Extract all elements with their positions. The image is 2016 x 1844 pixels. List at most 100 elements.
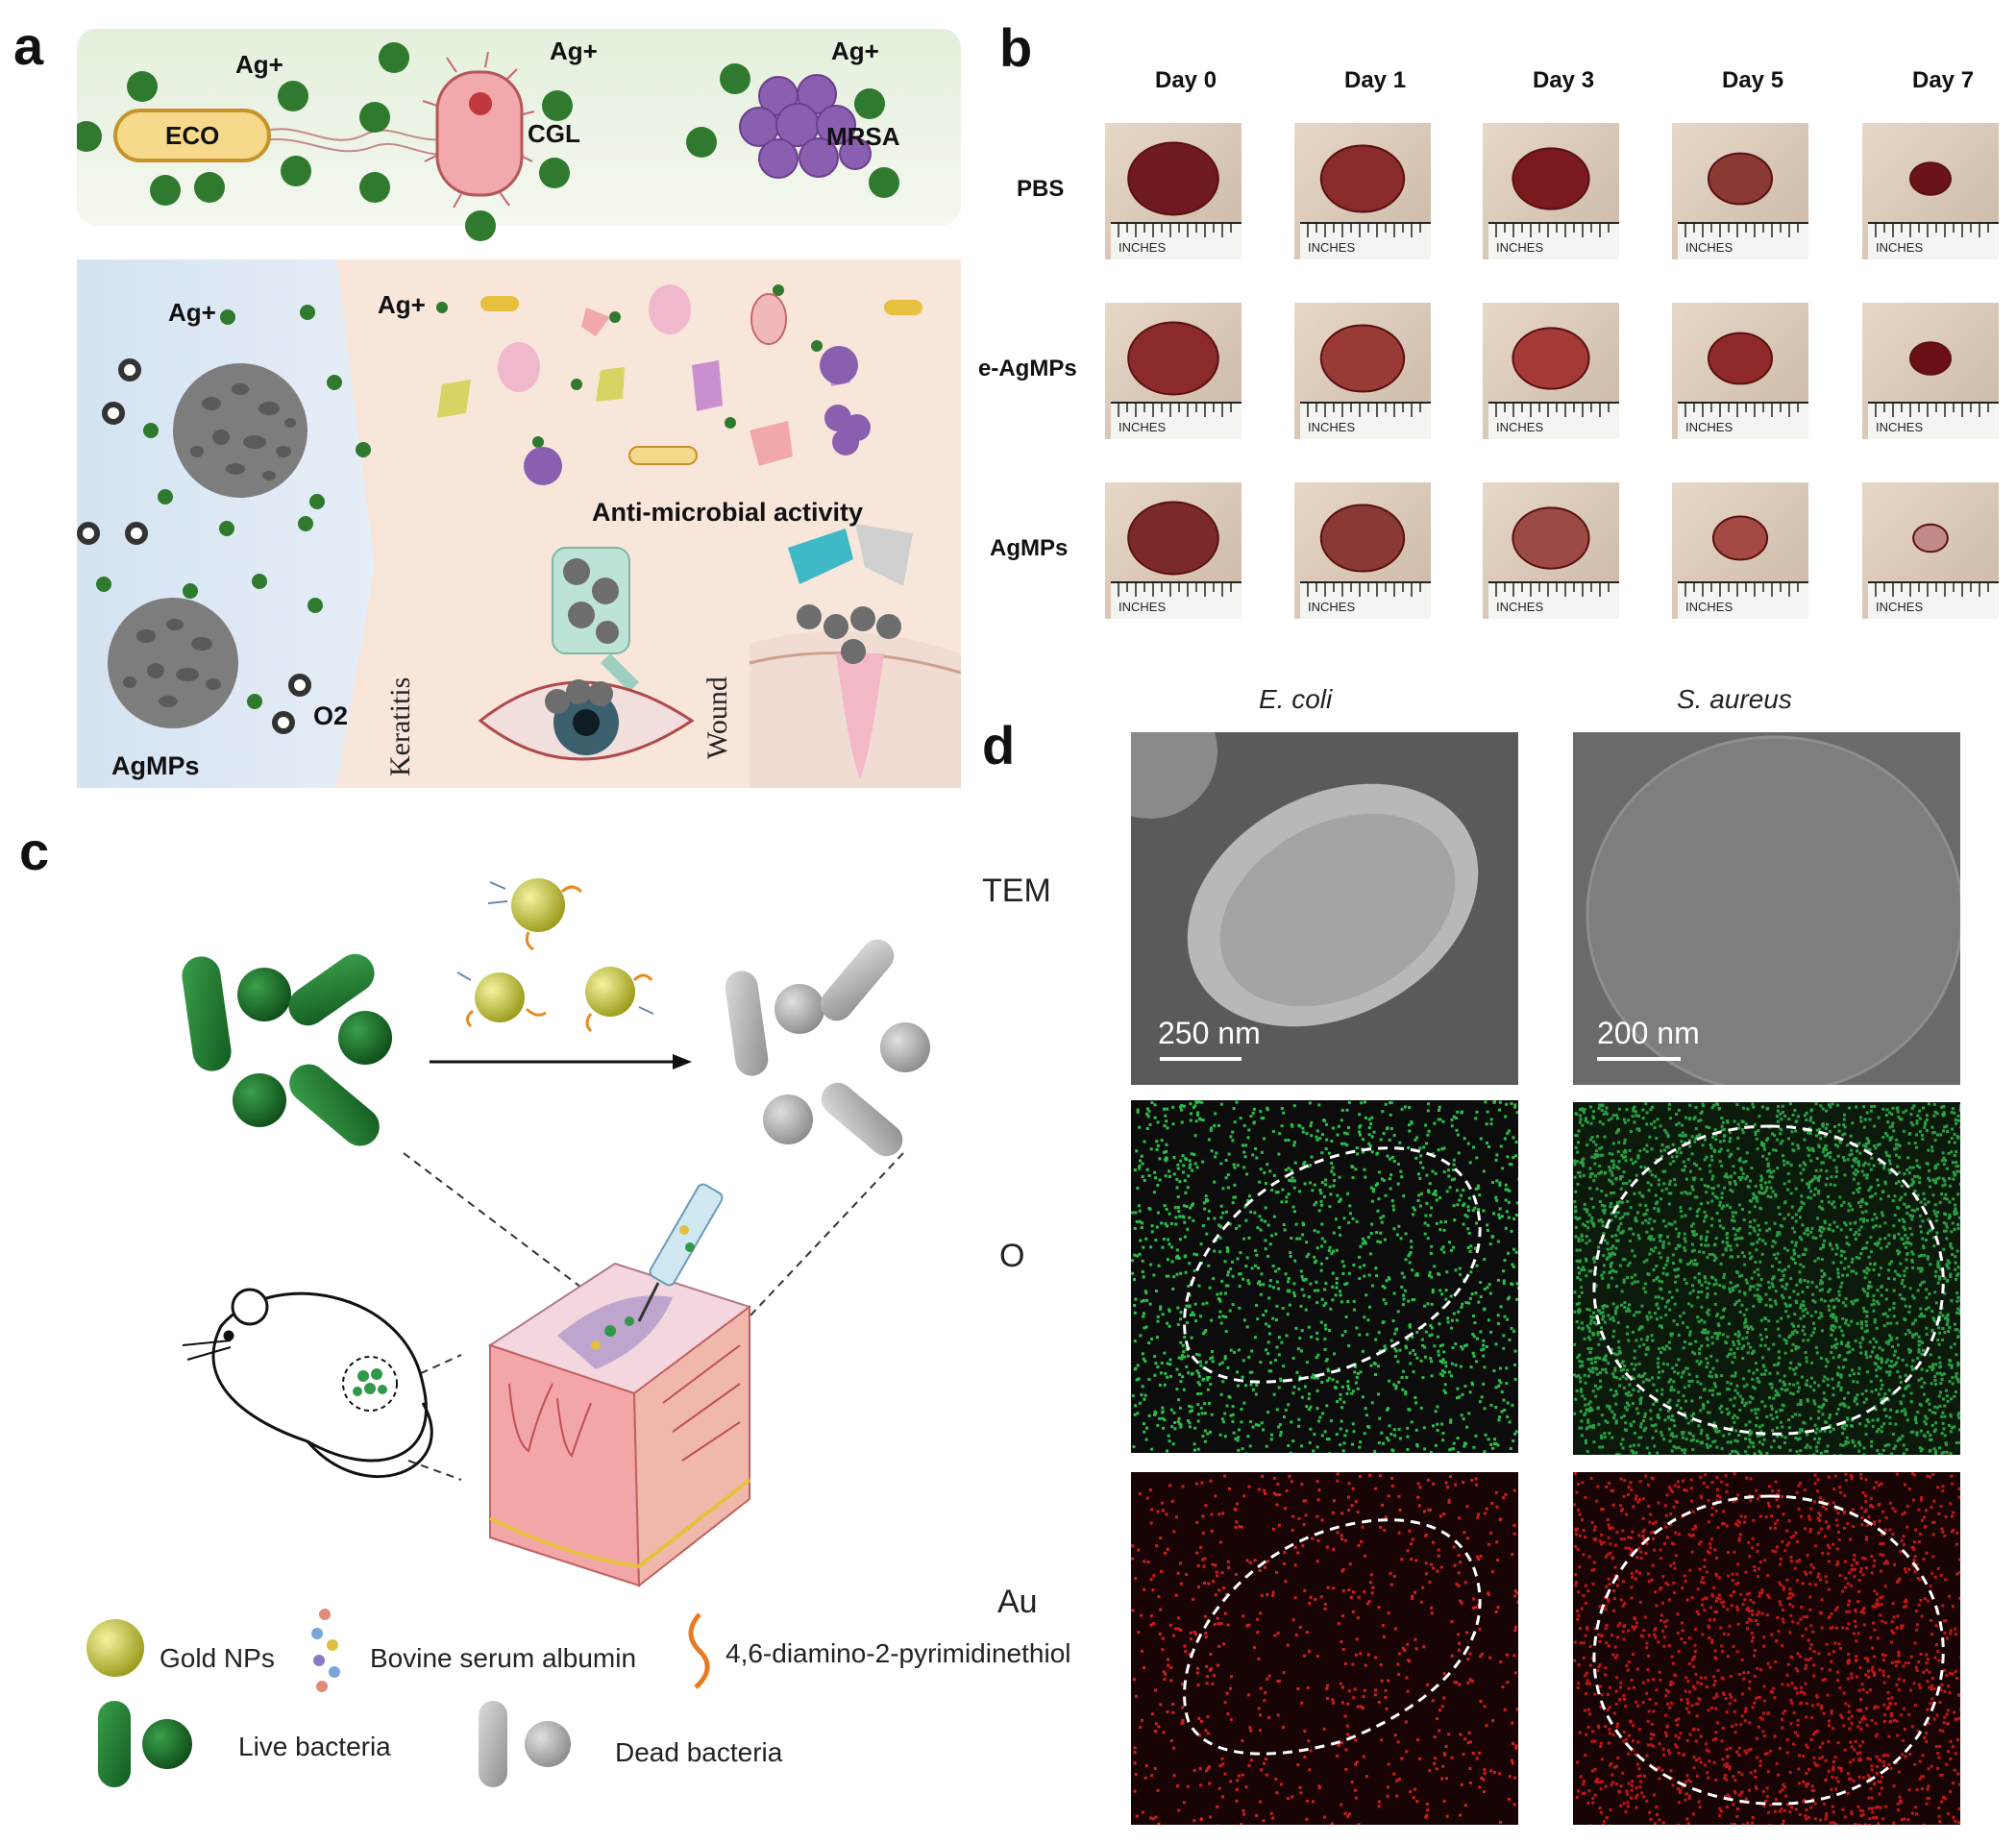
day-header-2: Day 3 <box>1533 67 1595 93</box>
legend-dead-bacteria-label: Dead bacteria <box>615 1737 783 1767</box>
ruler-label: INCHES <box>1119 600 1167 614</box>
eye-dropper-icon <box>552 547 639 692</box>
treatment-arrow-head <box>673 1054 692 1070</box>
ruler-label: INCHES <box>1496 600 1544 614</box>
dead-microbes-icons <box>437 284 922 485</box>
oxygen-molecule-icons <box>77 358 311 734</box>
wound-photo: INCHES <box>1483 123 1619 259</box>
dead-bacteria-cluster <box>725 939 930 1157</box>
ag-ion-label-2: Ag+ <box>550 37 598 65</box>
ag-ion-label-3: Ag+ <box>831 37 879 65</box>
gold-np-cluster <box>456 878 654 1033</box>
legend-dapt-icon <box>688 1612 710 1689</box>
row-label-tem: TEM <box>982 873 1051 909</box>
column-label-saureus: S. aureus <box>1677 684 1792 714</box>
day-header-3: Day 5 <box>1722 67 1784 93</box>
capsule-icon <box>788 524 913 586</box>
wound-photo: INCHES <box>1105 123 1242 259</box>
ruler-label: INCHES <box>1119 420 1167 434</box>
panel-letter-c: c <box>19 821 50 881</box>
eye-icon <box>478 679 695 761</box>
live-bacteria-cluster <box>182 953 392 1146</box>
legend-dead-bacteria-icon <box>479 1701 571 1787</box>
o2-label: O2 <box>313 701 349 730</box>
wound-photo: INCHES <box>1294 482 1431 619</box>
ruler-label: INCHES <box>1496 240 1544 255</box>
oxygen-map-ecoli <box>1131 1100 1518 1453</box>
wound-photo: INCHES <box>1483 482 1619 619</box>
legend-bsa-label: Bovine serum albumin <box>370 1643 637 1673</box>
eco-label: ECO <box>165 121 220 150</box>
agmp-particle-icon-2 <box>108 598 238 728</box>
panel-letter-d: d <box>982 715 1016 775</box>
wound-label: Wound <box>701 676 733 759</box>
silver-ion-dots-bottom <box>96 284 823 709</box>
ruler-label: INCHES <box>1308 420 1356 434</box>
keratitis-label: Keratitis <box>384 676 416 776</box>
panel-c: Gold NPs Bovine serum albumin 4,6-diamin… <box>77 846 1095 1826</box>
ruler-label: INCHES <box>1308 600 1356 614</box>
ruler-label: INCHES <box>1119 240 1167 255</box>
wound-photo: INCHES <box>1294 303 1431 439</box>
column-label-ecoli: E. coli <box>1259 684 1333 714</box>
mrsa-cluster-icon <box>739 74 872 179</box>
wound-photo: INCHES <box>1294 123 1431 259</box>
mouse-icon <box>182 1288 433 1479</box>
wound-photo: INCHES <box>1483 303 1619 439</box>
ruler-label: INCHES <box>1876 240 1924 255</box>
skin-wound-icon <box>749 604 962 788</box>
legend-dapt-label: 4,6-diamino-2-pyrimidinethiol <box>725 1638 1071 1668</box>
ag-ion-label-5: Ag+ <box>378 290 426 319</box>
antimicrobial-activity-label: Anti-microbial activity <box>592 498 864 527</box>
ruler-label: INCHES <box>1876 420 1924 434</box>
wound-photo: INCHES <box>1862 482 1999 619</box>
legend-live-bacteria-icon <box>98 1701 192 1787</box>
ruler-label: INCHES <box>1685 420 1733 434</box>
ag-ion-label-1: Ag+ <box>235 50 283 79</box>
wound-photo: INCHES <box>1672 303 1808 439</box>
agmps-label: AgMPs <box>111 751 200 780</box>
syringe-icon <box>637 1183 724 1322</box>
row-label-au: Au <box>997 1584 1038 1620</box>
tem-saureus-image: 200 nm <box>1573 732 1960 1085</box>
tem-ecoli-image: 250 nm <box>1131 732 1518 1085</box>
silver-ion-dots-top <box>71 42 899 241</box>
legend-gold-np-icon <box>86 1619 144 1677</box>
ruler-label: INCHES <box>1308 240 1356 255</box>
panel-d: E. coli S. aureus TEM O Au 250 nm 200 nm <box>961 673 2016 1844</box>
agmp-particle-icon <box>173 363 307 498</box>
zoom-lines <box>403 1152 904 1481</box>
wound-photo: INCHES <box>1105 482 1242 619</box>
wound-photo: INCHES <box>1105 303 1242 439</box>
eco-bacterium-icon <box>113 109 467 162</box>
wound-photo: INCHES <box>1862 123 1999 259</box>
treatment-row-label-0: PBS <box>1017 176 1065 202</box>
ruler-label: INCHES <box>1496 420 1544 434</box>
legend-live-bacteria-label: Live bacteria <box>238 1732 391 1761</box>
ruler-label: INCHES <box>1876 600 1924 614</box>
wound-photo: INCHES <box>1672 123 1808 259</box>
wound-photo: INCHES <box>1672 482 1808 619</box>
mrsa-label: MRSA <box>826 122 900 151</box>
panel-c-illustration <box>86 878 930 1787</box>
treatment-row-label-2: AgMPs <box>990 535 1069 561</box>
legend-gold-np-label: Gold NPs <box>160 1643 275 1673</box>
ag-ion-label-4: Ag+ <box>168 298 216 327</box>
panel-letter-b: b <box>999 17 1033 78</box>
cgl-bacterium-icon <box>422 51 535 209</box>
panel-letter-a: a <box>13 15 44 76</box>
gold-map-ecoli <box>1131 1472 1518 1825</box>
ruler-label: INCHES <box>1685 600 1733 614</box>
day-header-1: Day 1 <box>1344 67 1407 93</box>
scalebar-label-ecoli: 250 nm <box>1158 1016 1261 1050</box>
day-header-0: Day 0 <box>1155 67 1217 93</box>
gold-map-saureus <box>1573 1472 1960 1825</box>
oxygen-map-saureus <box>1573 1102 1960 1455</box>
wound-photo: INCHES <box>1862 303 1999 439</box>
ruler-label: INCHES <box>1685 240 1733 255</box>
panel-a: Ag+ Ag+ Ag+ Ag+ Ag+ ECO CGL MRSA Anti-mi… <box>71 29 962 788</box>
legend-bsa-icon <box>311 1609 340 1692</box>
day-header-4: Day 7 <box>1912 67 1975 93</box>
row-label-o: O <box>999 1238 1025 1274</box>
